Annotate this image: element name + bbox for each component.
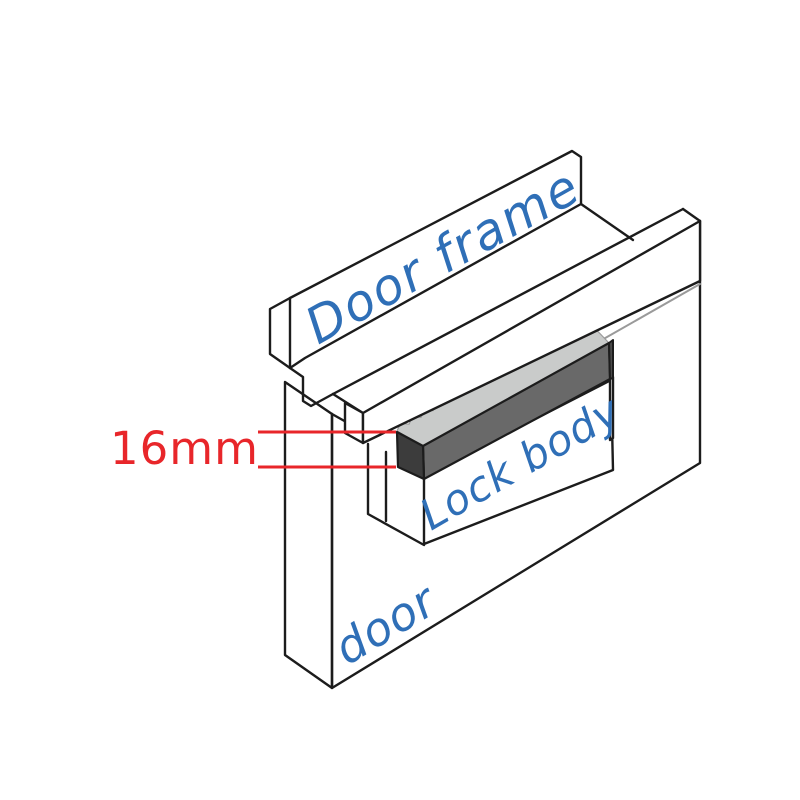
- frame-lip-top-right-edge: [681, 207, 702, 223]
- door-top-arris-gray: [599, 283, 701, 342]
- measurement-lines: 16mm: [110, 422, 396, 475]
- frame-hook-profile: [288, 366, 335, 408]
- latch-left-end-face: [395, 430, 426, 481]
- latch-right-end-face: [608, 339, 614, 380]
- frame-soffit-edge: [331, 207, 685, 396]
- door-outline-edges: [330, 219, 702, 690]
- measurement-label: 16mm: [110, 422, 259, 475]
- door-end-face: [283, 380, 334, 690]
- frame-end-thickness: [268, 296, 292, 370]
- door-frame-shape: [268, 149, 702, 445]
- frame-soffit-cut-edge: [579, 202, 635, 242]
